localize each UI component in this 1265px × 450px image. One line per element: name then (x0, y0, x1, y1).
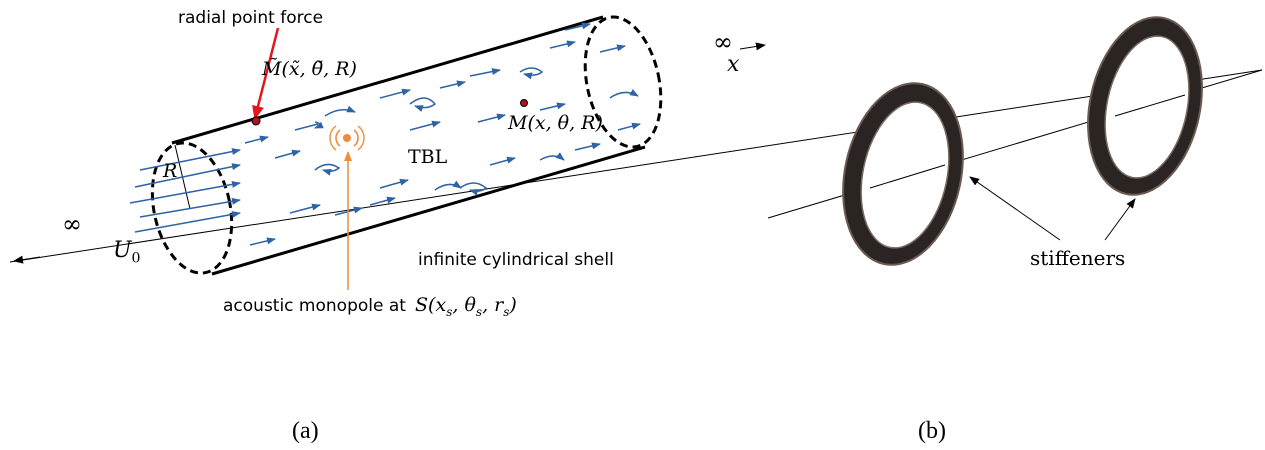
cylinder-shell (150, 15, 663, 276)
point-m (520, 99, 528, 107)
infinity-left-label: ∞ (62, 210, 82, 238)
u0-label: U0 (113, 238, 141, 267)
inflow-arrows (129, 148, 241, 233)
cylinder-left-end (150, 141, 234, 275)
panel-a-diagram (9, 15, 1263, 290)
axis-line (9, 69, 1263, 263)
cylinder-bottom-edge (211, 145, 646, 276)
monopole-label: acoustic monopole at S(xs, θs, rs) (223, 294, 517, 319)
axis-arrow-right (739, 42, 766, 51)
caption-a: (a) (292, 418, 319, 444)
stiffener-ring-right (1087, 16, 1203, 196)
cylinder-top-edge (171, 15, 604, 145)
tbl-label: TBL (408, 146, 448, 168)
tbl-flow-arrows (244, 22, 641, 246)
cylinder-right-end (583, 15, 663, 149)
x-axis-label: x (727, 52, 740, 77)
axis-arrow-left (13, 255, 41, 264)
radial-point-force-label: radial point force (178, 8, 324, 28)
shell-label: infinite cylindrical shell (418, 250, 614, 270)
acoustic-monopole-source (329, 125, 365, 151)
stiffener-pointer-right (1104, 198, 1136, 241)
m-tilde-label: M̃(x̃, θ̃, R) (262, 58, 357, 80)
axis-through-left-ring (869, 164, 946, 189)
panel-b-diagram (767, 16, 1263, 266)
stiffeners-label: stiffeners (1030, 246, 1126, 270)
axis-through-right-ring (1114, 94, 1186, 117)
stiffener-pointer-left (969, 176, 1061, 241)
radius-label: R (163, 160, 178, 182)
m-label: M(x, θ, R) (508, 112, 603, 134)
stiffener-ring-left (842, 82, 964, 266)
point-m-tilde (251, 116, 261, 126)
radial-point-force-arrow (252, 27, 280, 120)
caption-b: (b) (918, 418, 946, 444)
infinity-right-label: ∞ (713, 28, 733, 56)
